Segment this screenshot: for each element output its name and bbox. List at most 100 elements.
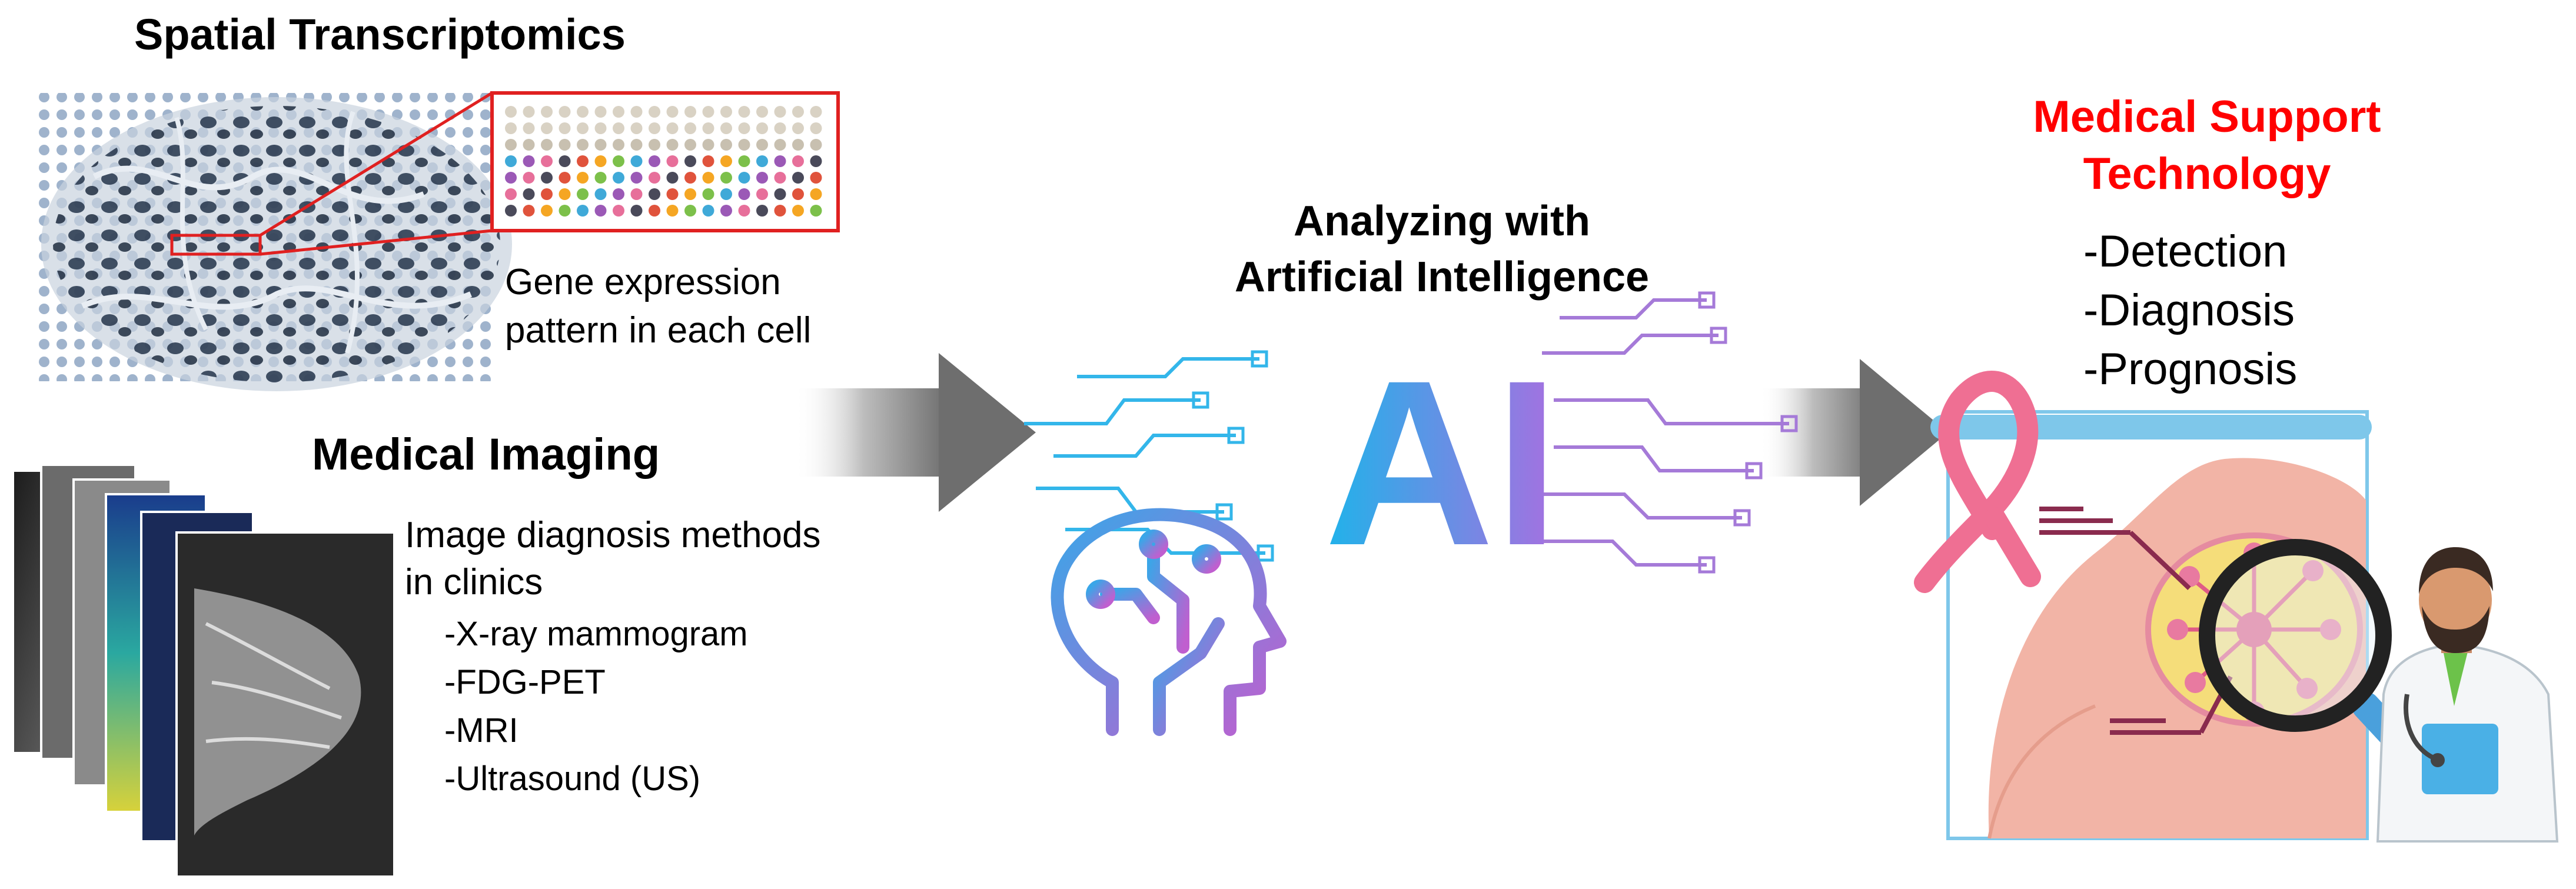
inset-dot — [702, 139, 714, 151]
imaging-desc-1: Image diagnosis methods — [405, 515, 821, 555]
circuit-node — [1710, 327, 1727, 344]
circuit-trace — [1542, 492, 1742, 520]
inset-dot — [630, 205, 643, 217]
inset-dot — [720, 139, 732, 151]
inset-dot — [613, 188, 624, 200]
inset-dot — [810, 106, 822, 118]
inset-dot — [702, 205, 714, 217]
zoom-inset-grid — [490, 91, 840, 232]
inset-dot — [666, 205, 679, 217]
circuit-node — [1257, 544, 1274, 562]
inset-dot — [666, 122, 679, 134]
inset-dot — [541, 172, 553, 184]
inset-dot — [559, 122, 571, 134]
inset-dot — [649, 106, 660, 118]
inset-dot — [630, 139, 643, 151]
inset-dot — [541, 155, 553, 167]
spatial-caption-1: Gene expression — [505, 262, 781, 302]
inset-dot — [630, 172, 643, 184]
imaging-method-mri: -MRI — [444, 711, 518, 750]
circuit-node — [1733, 509, 1751, 527]
inset-dot — [702, 106, 714, 118]
imaging-desc-2: in clinics — [405, 562, 543, 602]
inset-dot — [649, 139, 660, 151]
inset-dot — [684, 188, 696, 200]
inset-dot — [774, 122, 786, 134]
inset-dot — [774, 188, 786, 200]
inset-dot — [684, 155, 696, 167]
inset-dot — [577, 106, 589, 118]
circuit-node — [1251, 350, 1268, 368]
inset-dot — [630, 188, 643, 200]
inset-dot — [594, 188, 607, 200]
inset-dot — [523, 188, 535, 200]
support-title-2: Technology — [2083, 149, 2331, 199]
inset-dot — [738, 172, 750, 184]
circuit-trace — [1024, 398, 1201, 425]
circuit-trace — [1036, 487, 1224, 514]
inset-dot — [792, 155, 804, 167]
circuit-trace — [1077, 357, 1259, 378]
spatial-caption-2: pattern in each cell — [505, 310, 812, 351]
inset-dot — [774, 172, 786, 184]
inset-dot — [756, 122, 768, 134]
inset-dot — [505, 205, 517, 217]
inset-dot — [594, 205, 607, 217]
support-item-diagnosis: -Diagnosis — [2083, 285, 2295, 335]
inset-dot — [613, 205, 624, 217]
brain-head-icon — [1051, 508, 1287, 736]
inset-dot — [577, 205, 589, 217]
inset-dot — [666, 106, 679, 118]
circuit-trace — [1530, 540, 1707, 567]
circuit-node — [1745, 462, 1763, 480]
inset-dot — [702, 188, 714, 200]
inset-dot — [649, 122, 660, 134]
inset-dot — [541, 139, 553, 151]
inset-dot — [594, 139, 607, 151]
inset-dot — [594, 155, 607, 167]
inset-dot — [505, 155, 517, 167]
support-item-prognosis: -Prognosis — [2083, 344, 2298, 394]
inset-dot — [666, 188, 679, 200]
inset-dot — [630, 106, 643, 118]
inset-dot — [756, 205, 768, 217]
inset-dot — [756, 188, 768, 200]
inset-dot — [810, 172, 822, 184]
inset-dot — [577, 122, 589, 134]
inset-dot — [684, 139, 696, 151]
inset-dot — [559, 106, 571, 118]
inset-dot — [577, 172, 589, 184]
inset-dot — [613, 172, 624, 184]
inset-dot — [523, 155, 535, 167]
imaging-method-us: -Ultrasound (US) — [444, 760, 701, 798]
imaging-title: Medical Imaging — [312, 429, 660, 480]
inset-dot — [594, 122, 607, 134]
arrow-to-ai — [795, 353, 1036, 512]
ai-logo: AI — [1324, 331, 1560, 594]
circuit-trace — [1554, 398, 1789, 425]
inset-dot — [613, 106, 624, 118]
inset-dot — [702, 122, 714, 134]
circuit-trace — [1554, 445, 1754, 472]
inset-dot — [559, 155, 571, 167]
inset-dot — [720, 172, 732, 184]
inset-dot — [684, 106, 696, 118]
inset-dot — [738, 139, 750, 151]
imaging-method-xray: -X-ray mammogram — [444, 615, 748, 653]
inset-dot — [505, 122, 517, 134]
inset-dot — [541, 122, 553, 134]
inset-dot — [738, 205, 750, 217]
inset-dot — [738, 155, 750, 167]
inset-dot — [756, 139, 768, 151]
inset-dot — [774, 139, 786, 151]
inset-dot — [720, 155, 732, 167]
mri-stack — [12, 464, 395, 878]
inset-dot — [541, 205, 553, 217]
imaging-method-fdgpet: -FDG-PET — [444, 663, 606, 701]
inset-dot — [810, 139, 822, 151]
inset-dot — [810, 188, 822, 200]
circuit-ai: AI — [1024, 291, 1798, 594]
inset-dot — [577, 188, 589, 200]
inset-dot — [792, 172, 804, 184]
